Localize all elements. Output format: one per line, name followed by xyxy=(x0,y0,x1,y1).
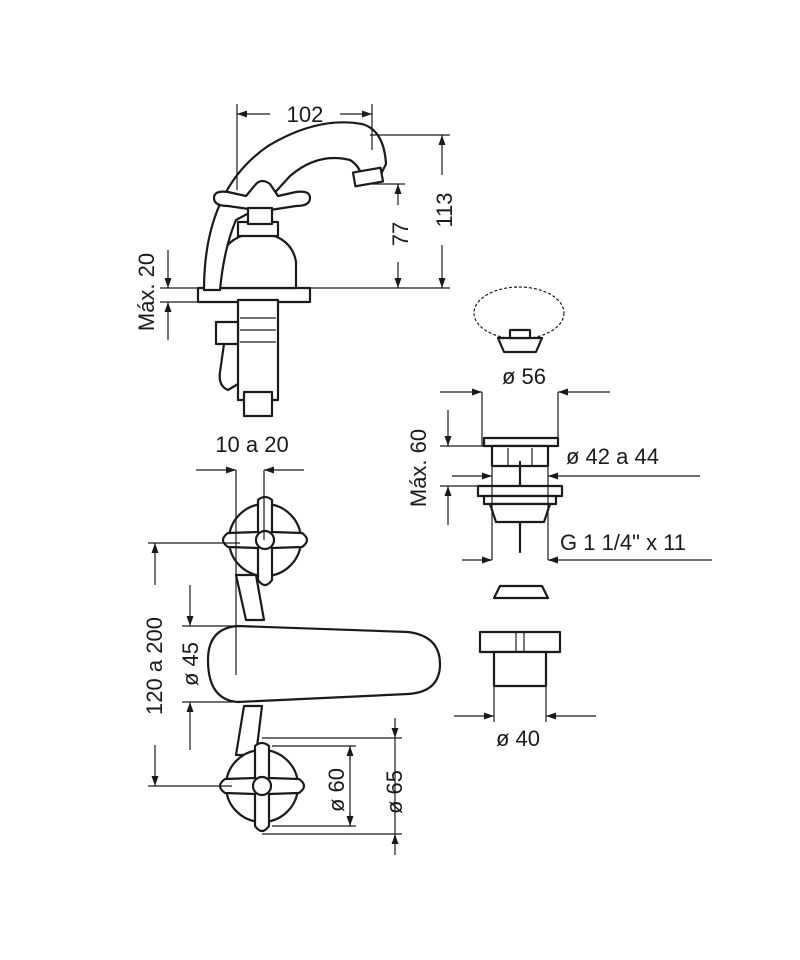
dim-waste xyxy=(440,388,712,564)
faucet-top-view xyxy=(206,495,442,833)
dim-label-56: ø 56 xyxy=(502,364,546,389)
waste-assembly xyxy=(476,436,564,554)
faucet-side-view xyxy=(196,121,388,418)
dim-label-42-44: ø 42 a 44 xyxy=(566,444,659,469)
dim-label-77: 77 xyxy=(388,222,413,246)
dim-label-113: 113 xyxy=(432,192,457,227)
dim-label-102: 102 xyxy=(287,102,324,127)
chain-plug xyxy=(473,286,565,354)
dim-handle-offset xyxy=(196,466,304,675)
dim-label-10-20: 10 a 20 xyxy=(215,432,288,457)
dim-heights xyxy=(300,134,450,289)
dim-label-max-20: Máx. 20 xyxy=(134,253,159,331)
dim-label-60: ø 60 xyxy=(324,768,349,812)
dim-label-45: ø 45 xyxy=(178,642,203,686)
valve-parts xyxy=(478,584,562,688)
dim-label-65: ø 65 xyxy=(382,770,407,814)
dim-body-diameter xyxy=(182,585,238,750)
dim-rosette xyxy=(262,718,402,855)
dim-centers xyxy=(148,542,240,787)
dim-label-40: ø 40 xyxy=(496,726,540,751)
dim-spout-reach xyxy=(236,104,373,190)
dim-valve xyxy=(454,686,596,722)
dim-label-120-200: 120 a 200 xyxy=(142,617,167,715)
dim-label-thread: G 1 1/4" x 11 xyxy=(560,530,686,555)
dim-label-max-60: Máx. 60 xyxy=(406,429,431,507)
dim-max-deck xyxy=(160,250,204,340)
